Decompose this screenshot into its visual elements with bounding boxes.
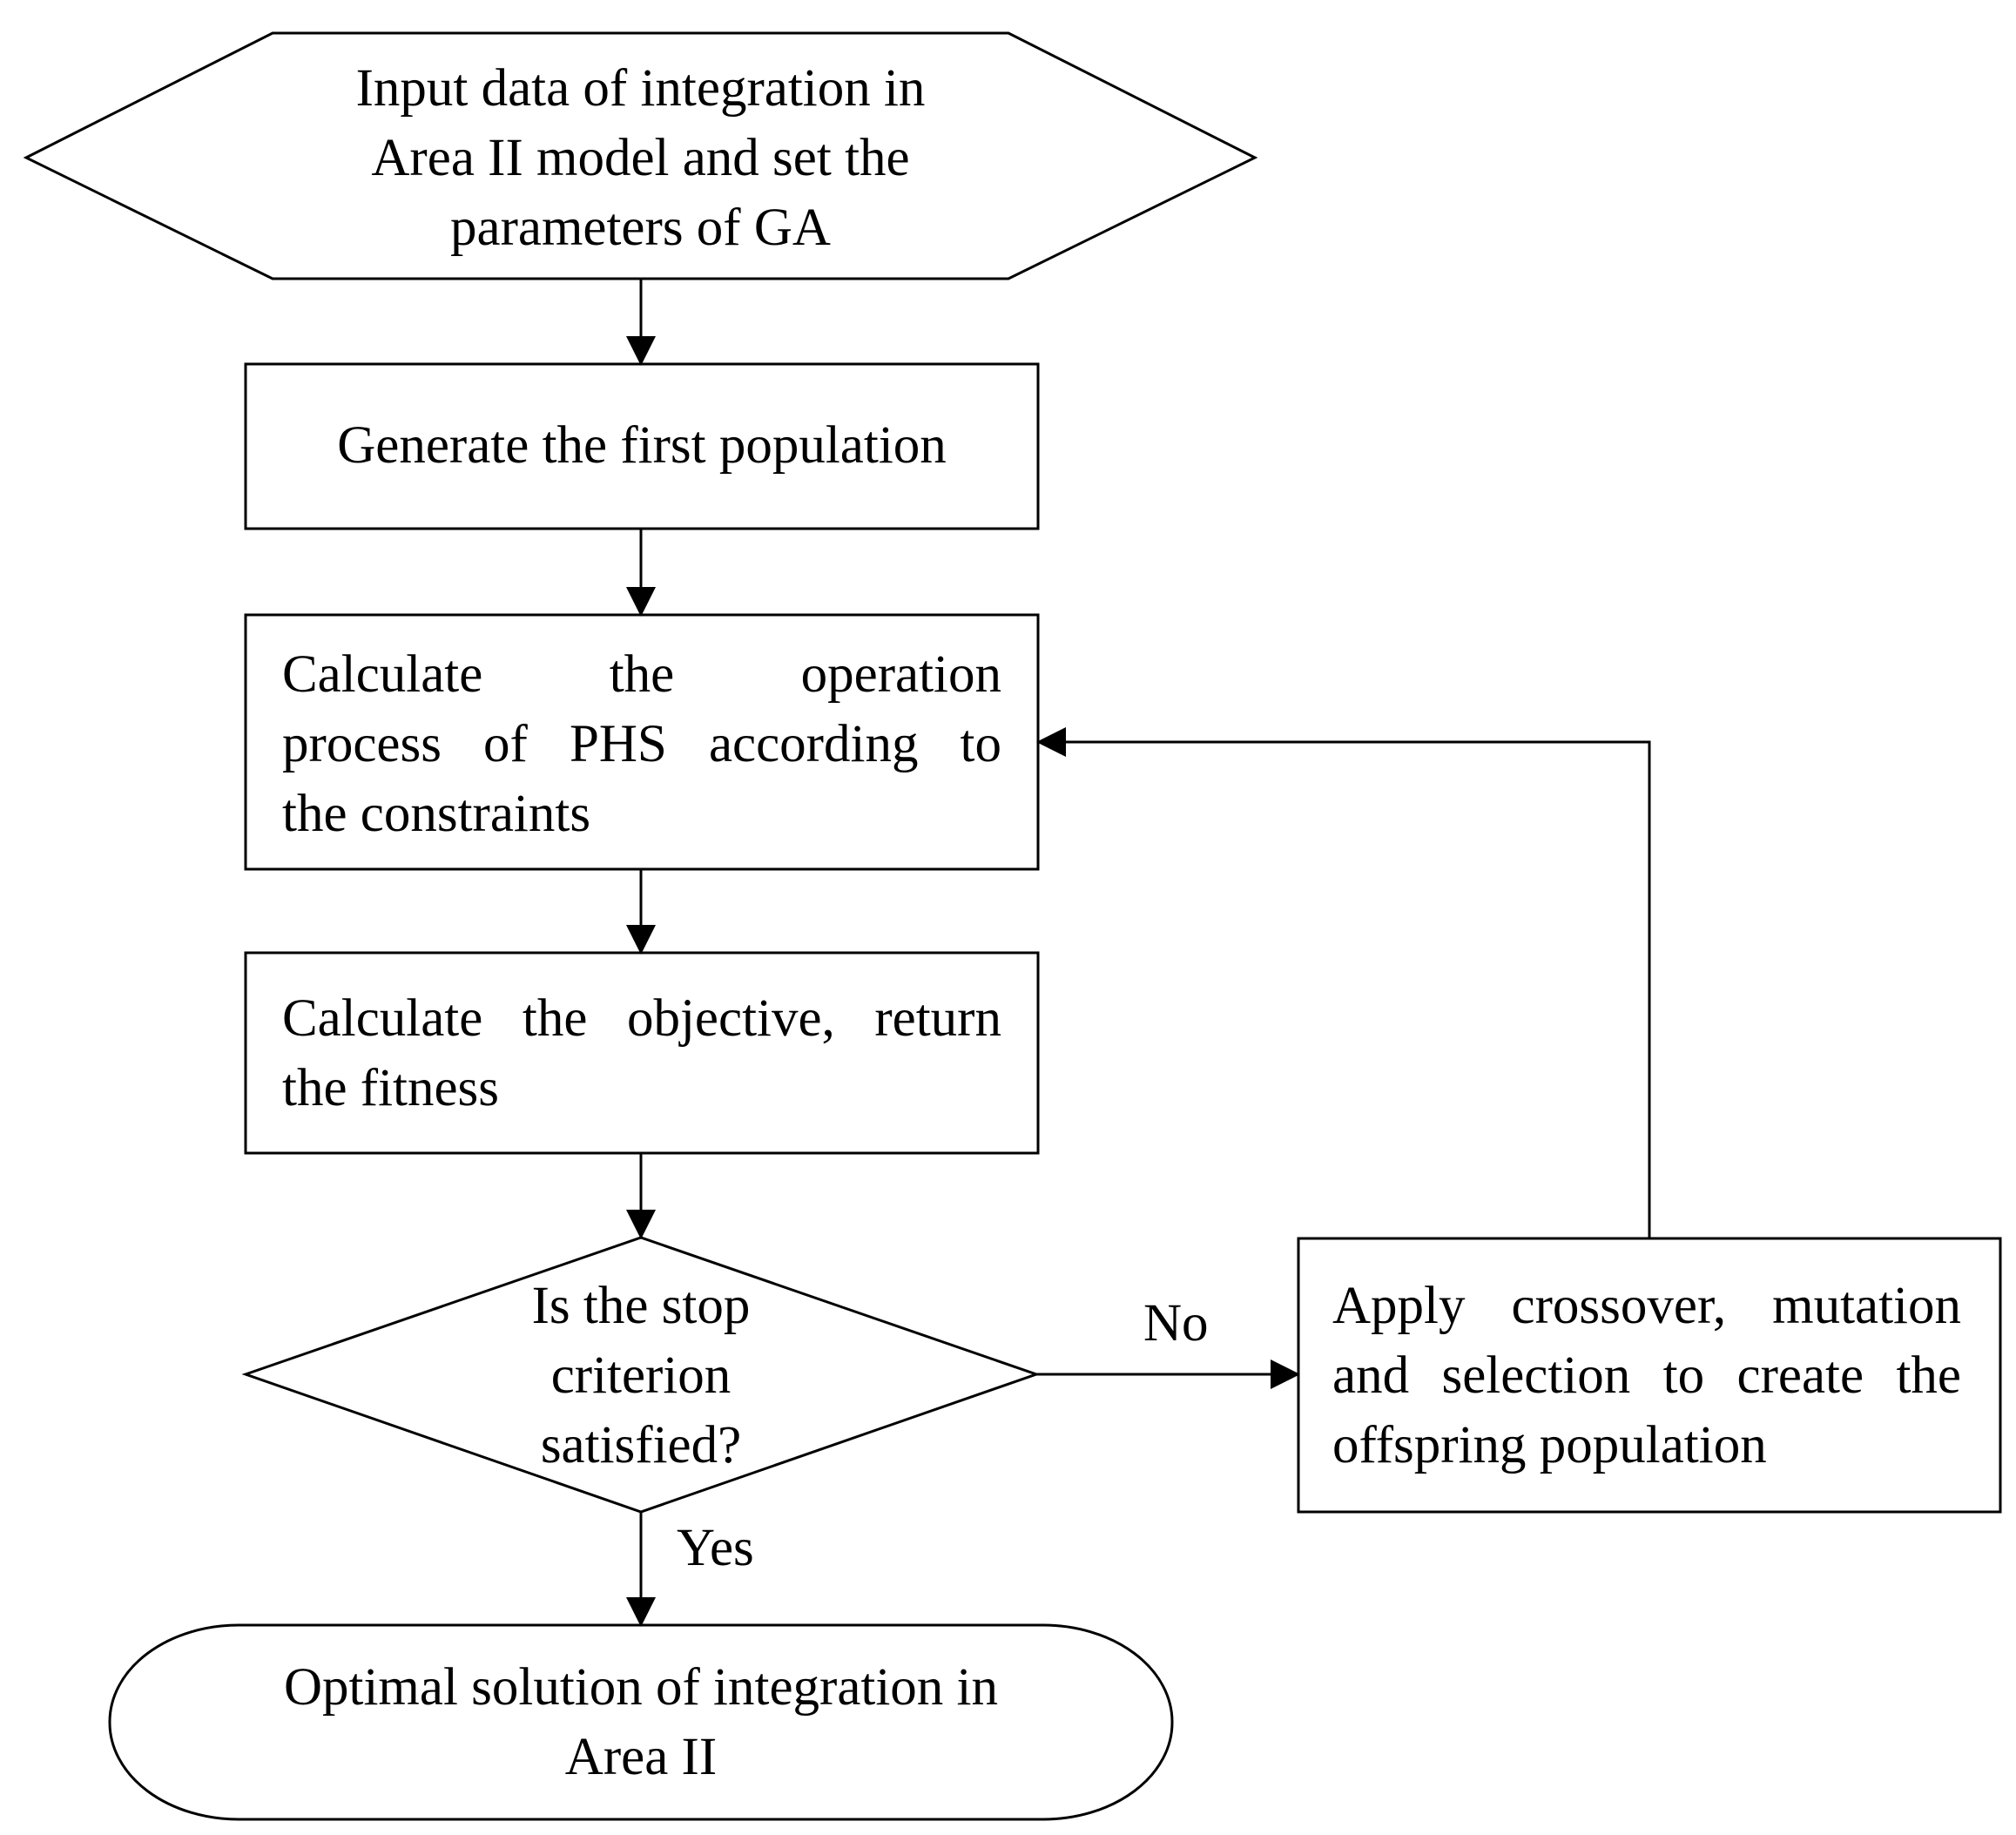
generate-label-line-1: Generate the first population	[337, 416, 947, 475]
operation-node-label: Calculate the operation process of PHS a…	[282, 640, 1001, 849]
offspring-label-line-2: and selection to create the	[1332, 1346, 1961, 1405]
offspring-node-label: Apply crossover, mutation and selection …	[1332, 1272, 1961, 1481]
decision-label-line-1: Is the stop	[531, 1277, 751, 1335]
decision-label-line-3: satisfied?	[540, 1416, 742, 1474]
objective-label-line-1: Calculate the objective, return	[282, 989, 1001, 1048]
operation-label-line-3: the constraints	[282, 785, 591, 843]
generate-node-label: Generate the first population	[246, 411, 1038, 481]
edge-label-yes: Yes	[677, 1519, 754, 1577]
input-hexagon-shape	[23, 31, 1258, 280]
offspring-label-line-1: Apply crossover, mutation	[1332, 1277, 1961, 1335]
operation-label-line-1: Calculate the operation	[282, 645, 1001, 704]
edge-label-no: No	[1143, 1294, 1209, 1353]
decision-label-line-2: criterion	[550, 1346, 732, 1405]
operation-label-line-2: process of PHS according to	[282, 715, 1001, 773]
input-label-line-1: Input data of integration in	[355, 59, 926, 118]
objective-box-shape	[244, 951, 1040, 1155]
offspring-label-line-3: offspring population	[1332, 1416, 1767, 1474]
generate-box-shape	[244, 362, 1040, 530]
edge-offspring-to-operation	[1036, 727, 1651, 1238]
decision-node-label: Is the stop criterion satisfied?	[423, 1272, 859, 1481]
offspring-box-shape	[1297, 1237, 2002, 1514]
input-label-line-3: parameters of GA	[450, 199, 831, 257]
input-node-label: Input data of integration in Area II mod…	[273, 54, 1008, 263]
objective-node-label: Calculate the objective, return the fitn…	[282, 984, 1001, 1123]
input-label-line-2: Area II model and set the	[371, 129, 910, 187]
objective-label-line-2: the fitness	[282, 1059, 500, 1117]
output-node-label: Optimal solution of integration in Area …	[162, 1653, 1120, 1792]
output-label-line-1: Optimal solution of integration in	[283, 1658, 998, 1717]
output-label-line-2: Area II	[564, 1728, 718, 1786]
